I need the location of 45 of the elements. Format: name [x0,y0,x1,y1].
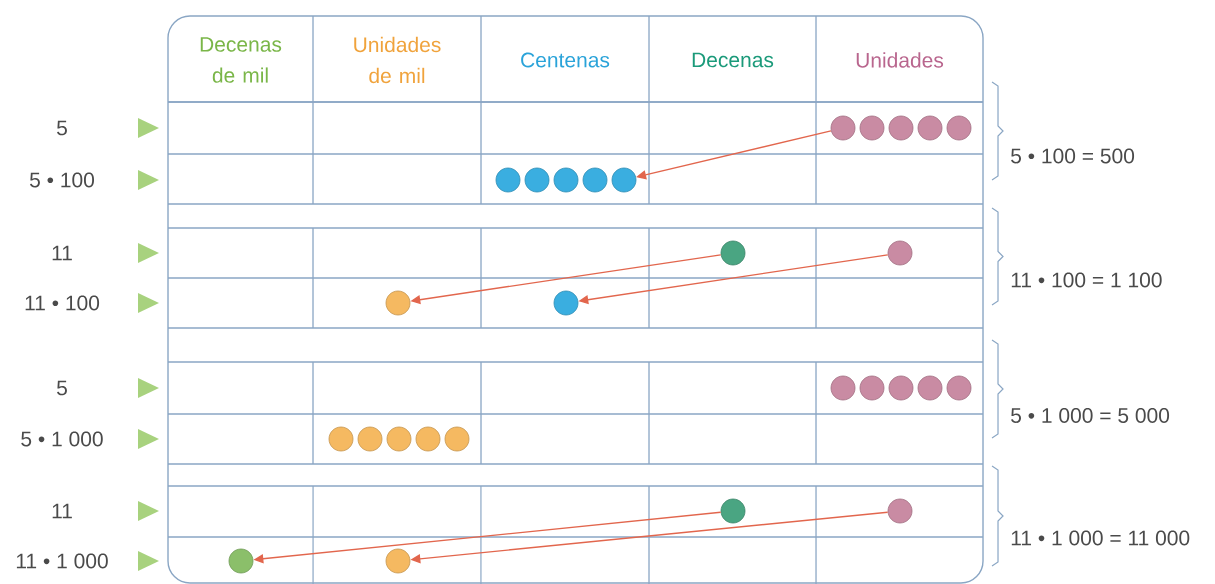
dot [228,548,254,574]
row-label: 11 • 100 [25,295,100,311]
column-heading: Unidades de mil [354,36,441,84]
dot [553,167,579,193]
dot [357,426,383,452]
equation: 5 • 100 = 500 [1011,148,1135,164]
column-heading: Decenas [692,52,774,68]
row-label: 11 [52,503,72,519]
dot [888,375,914,401]
dot [553,290,579,316]
dot [888,115,914,141]
dot [830,375,856,401]
dot [887,240,913,266]
dot [859,375,885,401]
dot [946,115,972,141]
dot [444,426,470,452]
dot [720,240,746,266]
row-label: 5 [57,380,67,396]
dot [385,548,411,574]
dot [386,426,412,452]
dot [524,167,550,193]
dot [582,167,608,193]
dot [917,115,943,141]
dot [830,115,856,141]
dot [328,426,354,452]
dot [720,498,746,524]
column-heading: Unidades [856,52,944,68]
dot [917,375,943,401]
dot [415,426,441,452]
dot [495,167,521,193]
column-heading: Decenas de mil [200,37,282,83]
equation: 11 • 1 000 = 11 000 [1011,530,1190,546]
row-label: 5 • 100 [30,172,94,188]
dot [946,375,972,401]
dot [887,498,913,524]
dot [611,167,637,193]
row-label: 5 • 1 000 [21,431,103,447]
equation: 5 • 1 000 = 5 000 [1011,408,1170,423]
equation: 11 • 100 = 1 100 [1011,272,1162,288]
column-heading: Centenas [521,52,610,68]
dot [385,290,411,316]
row-label: 11 [52,245,72,261]
dot [859,115,885,141]
row-label: 5 [57,120,67,136]
row-label: 11 • 1 000 [16,553,108,569]
